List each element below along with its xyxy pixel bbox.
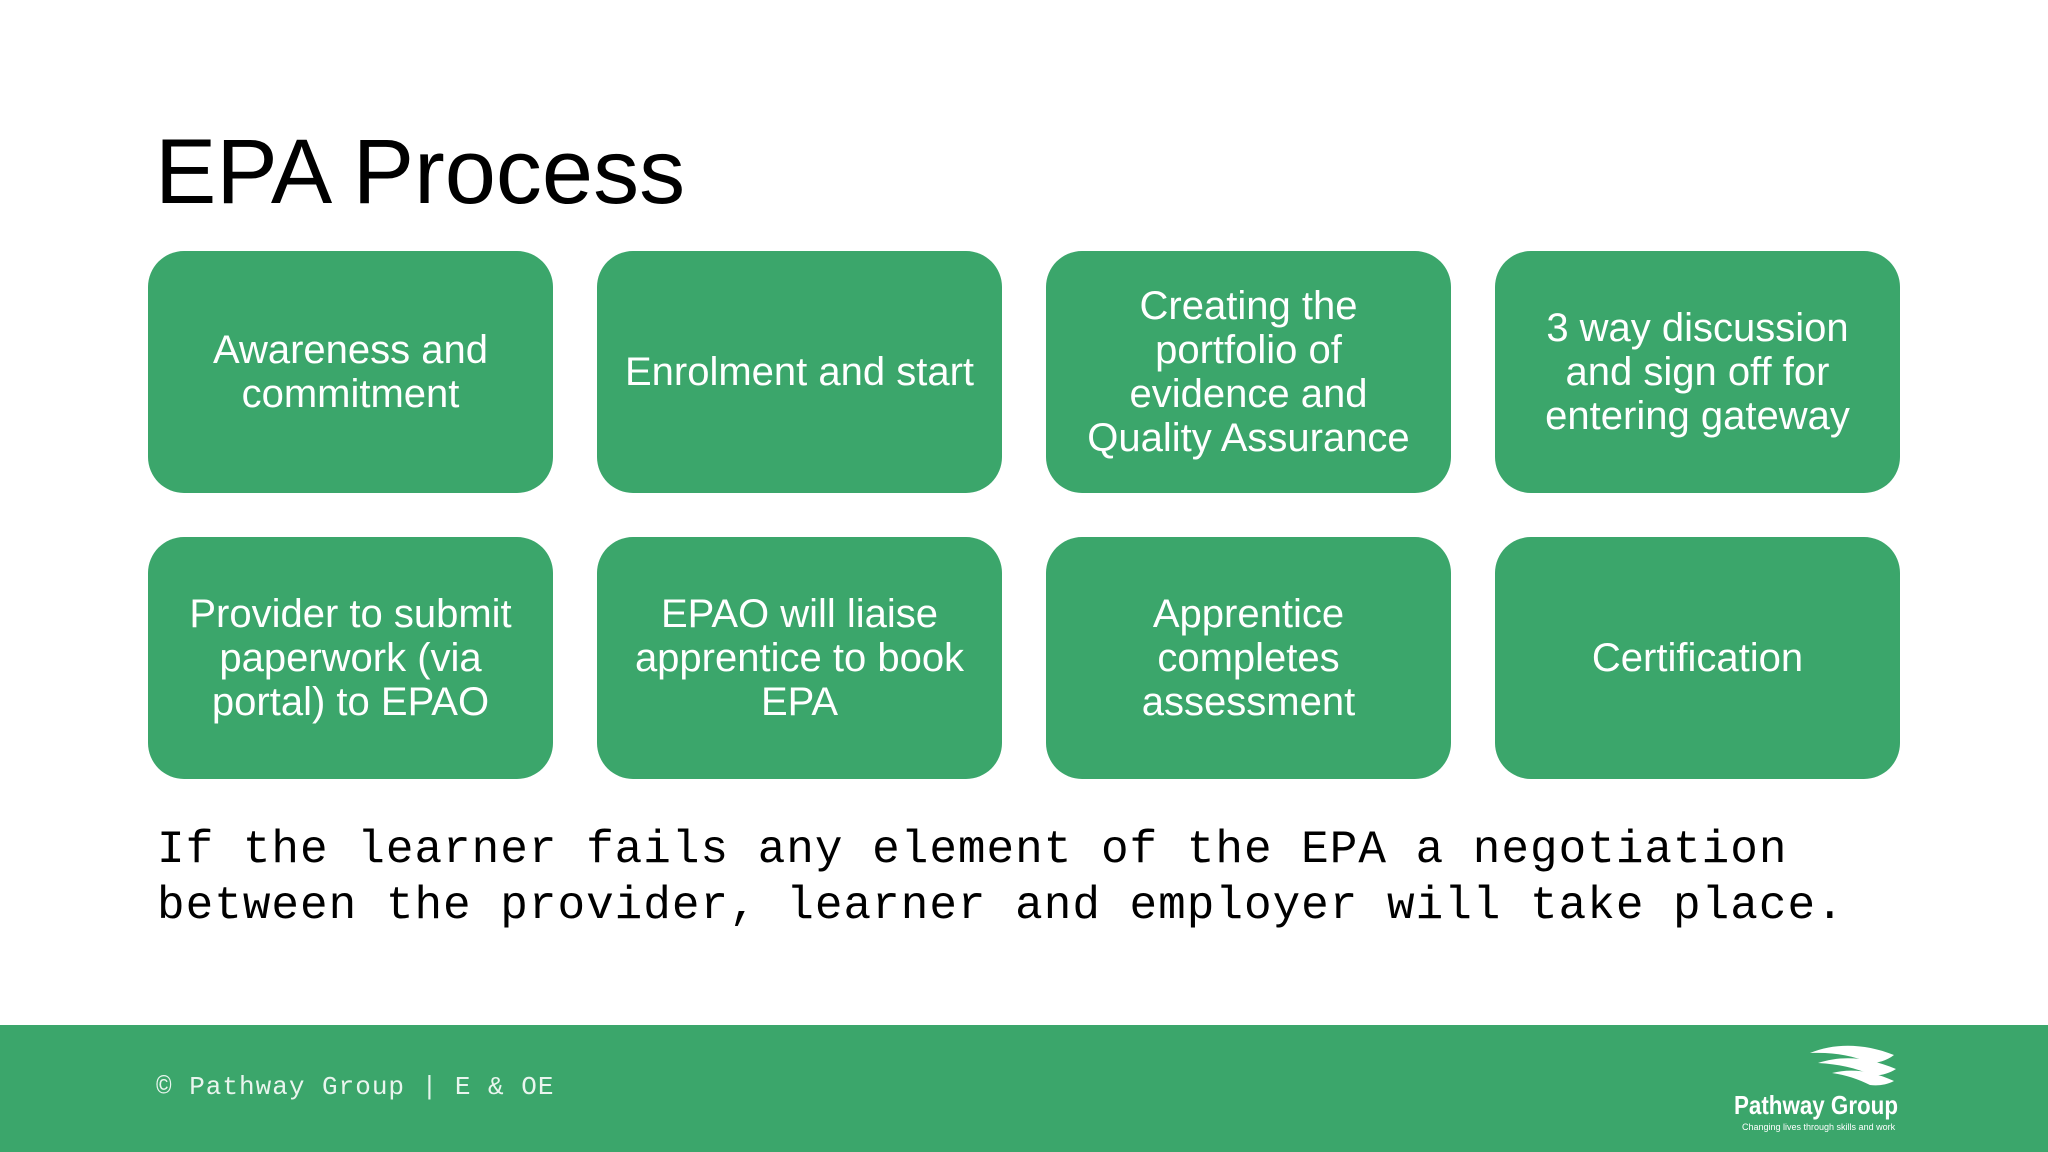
step-box-assessment: Apprentice completes assessment [1046, 537, 1451, 779]
logo-name: Pathway Group [1734, 1090, 1899, 1120]
step-label: Creating the portfolio of evidence and Q… [1087, 284, 1410, 460]
step-box-submit-paperwork: Provider to submit paperwork (via portal… [148, 537, 553, 779]
fail-negotiation-note: If the learner fails any element of the … [157, 824, 1845, 932]
step-box-portfolio: Creating the portfolio of evidence and Q… [1046, 251, 1451, 493]
step-box-awareness: Awareness and commitment [148, 251, 553, 493]
step-box-gateway: 3 way discussion and sign off for enteri… [1495, 251, 1900, 493]
step-label: Awareness and commitment [213, 328, 488, 416]
step-box-enrolment: Enrolment and start [597, 251, 1002, 493]
swoosh-logo-icon [1810, 1045, 1896, 1086]
logo-tagline: Changing lives through skills and work [1742, 1122, 1896, 1132]
step-label: Provider to submit paperwork (via portal… [189, 592, 512, 724]
footer-bar: © Pathway Group | E & OE Pathway Group C… [0, 1025, 2048, 1152]
step-label: Certification [1591, 636, 1804, 680]
step-label: 3 way discussion and sign off for enteri… [1545, 306, 1850, 438]
step-label: Enrolment and start [624, 350, 975, 394]
process-steps-grid: Awareness and commitment Enrolment and s… [148, 251, 1900, 779]
copyright-text: © Pathway Group | E & OE [156, 1072, 555, 1102]
pathway-group-logo: Pathway Group Changing lives through ski… [1730, 1043, 1900, 1139]
step-box-epao-liaise: EPAO will liaise apprentice to book EPA [597, 537, 1002, 779]
step-label: EPAO will liaise apprentice to book EPA [634, 592, 965, 724]
slide-title: EPA Process [155, 121, 686, 223]
step-label: Apprentice completes assessment [1141, 592, 1356, 724]
step-box-certification: Certification [1495, 537, 1900, 779]
